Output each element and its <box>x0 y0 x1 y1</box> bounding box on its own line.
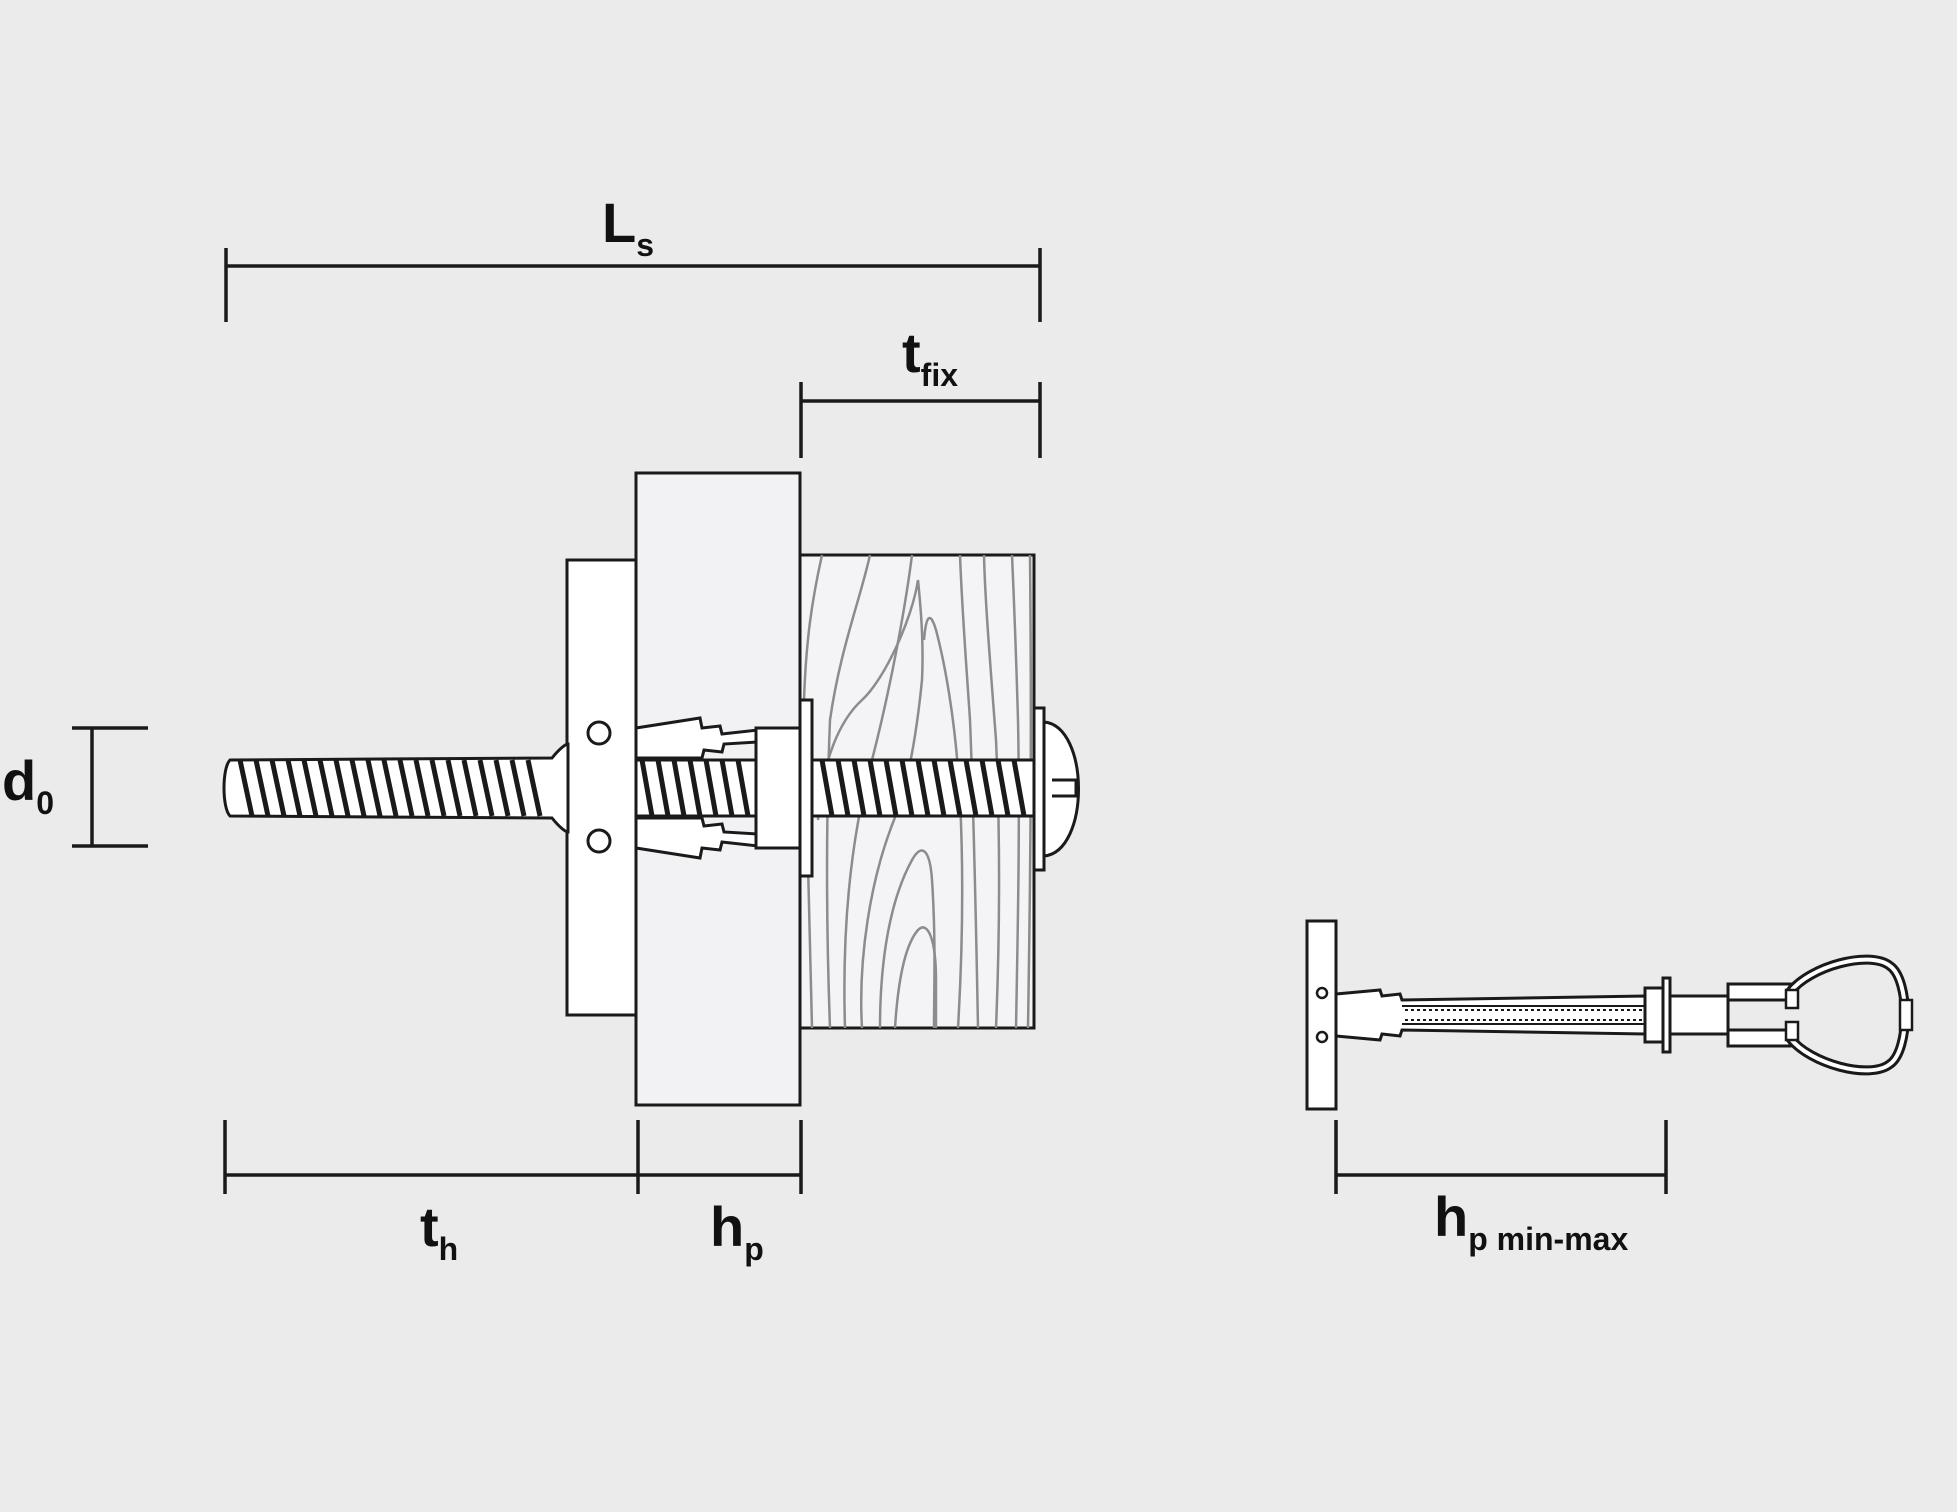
sleeve-flange <box>798 698 814 878</box>
anchor-strap-knob-top <box>1784 988 1800 1010</box>
anchor-plate-hole-bottom <box>1315 1030 1329 1044</box>
toggle-plate-hole-top <box>586 720 612 746</box>
anchor-neck <box>1668 994 1730 1036</box>
label-tfix: tfix <box>902 321 958 393</box>
dimension-tfix <box>799 382 1042 458</box>
toggle-plate-hole-bottom <box>586 828 612 854</box>
anchor-plate-hole-top <box>1315 986 1329 1000</box>
screw-head-slot <box>1052 778 1078 798</box>
screw <box>222 698 1080 878</box>
anchor-toggle-plate <box>1305 919 1338 1111</box>
toggle-plate-outline <box>565 558 638 1017</box>
label-ls: Ls <box>602 191 654 263</box>
anchor-strap-clip-bottom <box>1726 1028 1792 1048</box>
screw-threads-left <box>237 759 543 817</box>
wood-grain-lines <box>802 554 1033 1029</box>
dimension-hp-min-max <box>1334 1120 1668 1194</box>
label-hp-min-max: hp min-max <box>1434 1185 1628 1257</box>
screw-threads-right <box>819 759 1027 817</box>
toggle-plate <box>565 558 638 1017</box>
sleeve-collar <box>754 726 802 850</box>
dimension-hp <box>638 1120 803 1194</box>
anchor-strap-knob-bottom <box>1784 1020 1800 1042</box>
label-th: th <box>420 1195 458 1267</box>
anchor-strap-clip-top <box>1726 982 1792 1002</box>
label-hp: hp <box>710 1195 764 1267</box>
anchor-sleeve-serration <box>1402 1005 1645 1025</box>
anchor-sleeve <box>1334 988 1647 1042</box>
label-d0: d0 <box>2 749 54 821</box>
screw-threads-middle <box>639 759 751 817</box>
dimension-d0 <box>72 726 148 848</box>
dimension-ls <box>224 248 1042 322</box>
anchor-flange-inner <box>1643 986 1665 1044</box>
dimension-th <box>223 1120 640 1194</box>
anchor-strap-end <box>1898 998 1914 1032</box>
anchor-unmounted <box>1305 919 1914 1111</box>
